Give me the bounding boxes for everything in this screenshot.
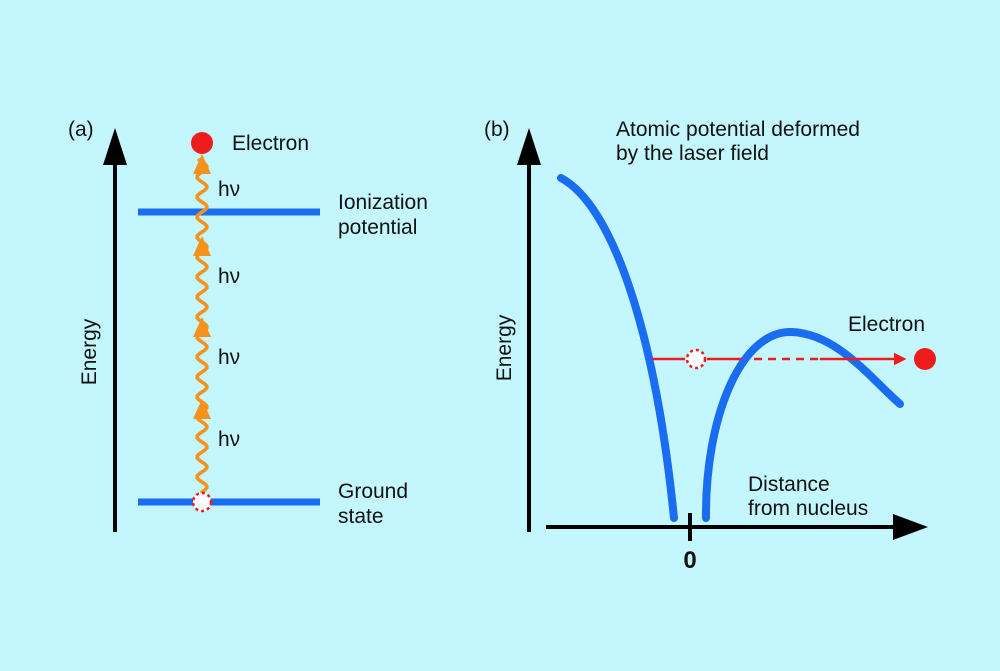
photon-arrowhead-icon xyxy=(193,154,211,174)
panel-a: (a) Energy Ionization potential Ground s… xyxy=(68,118,428,532)
photon-energy-label: hν xyxy=(218,265,240,288)
photon-labels: hν hν hν hν xyxy=(218,178,240,451)
panel-a-label: (a) xyxy=(68,118,94,141)
photon-wave xyxy=(195,158,209,494)
energy-axis-a-label: Energy xyxy=(78,318,101,385)
panel-b-title-line1: Atomic potential deformed xyxy=(616,118,860,141)
photon-energy-label: hν xyxy=(218,178,240,201)
free-electron-icon xyxy=(914,348,936,370)
energy-axis-b-arrowhead xyxy=(517,128,541,165)
panel-b-label: (b) xyxy=(484,118,510,141)
ground-label-line2: state xyxy=(338,505,384,528)
photon-energy-label: hν xyxy=(218,346,240,369)
electron-label-a: Electron xyxy=(232,132,309,155)
origin-label: 0 xyxy=(683,547,696,574)
distance-axis-arrowhead xyxy=(893,514,928,540)
panel-b-title-line2: by the laser field xyxy=(616,142,769,165)
ionization-label-line2: potential xyxy=(338,216,417,239)
ionization-label-line1: Ionization xyxy=(338,191,428,214)
distance-label-line1: Distance xyxy=(748,473,830,496)
ionized-electron-icon xyxy=(191,132,213,154)
photon-arrowhead-icon xyxy=(193,317,211,337)
panel-b: (b) Atomic potential deformed by the las… xyxy=(484,118,936,574)
potential-curve-left xyxy=(557,174,678,522)
photon-arrowhead-icon xyxy=(193,236,211,256)
ground-electron-icon xyxy=(191,491,213,513)
photon-energy-label: hν xyxy=(218,428,240,451)
energy-axis-b-label: Energy xyxy=(493,314,516,381)
ground-label-line1: Ground xyxy=(338,480,408,503)
potential-curve-right xyxy=(701,327,904,522)
photon-arrowhead-icon xyxy=(193,399,211,419)
photon-arrowheads xyxy=(193,154,211,419)
energy-axis-a-arrowhead xyxy=(103,128,127,165)
distance-label-line2: from nucleus xyxy=(748,497,868,520)
bound-electron-icon xyxy=(685,348,707,370)
electron-label-b: Electron xyxy=(848,313,925,336)
